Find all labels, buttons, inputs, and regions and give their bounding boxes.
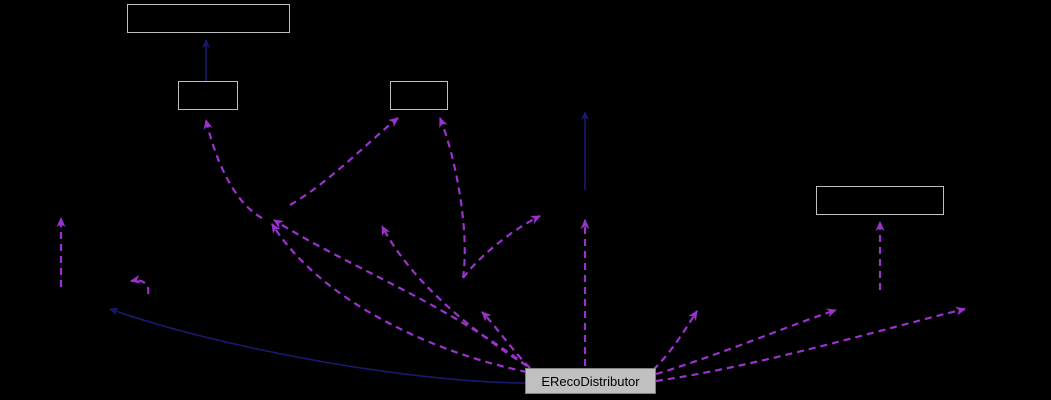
node-unlabeled-second[interactable]	[178, 81, 238, 110]
edge-usage-focus-to-right-2	[655, 308, 837, 376]
edge-usage-focus-to-upleft	[481, 311, 531, 369]
node-unlabeled-right[interactable]	[816, 186, 944, 215]
node-unlabeled-center[interactable]	[390, 81, 448, 110]
node-unlabeled-top[interactable]	[127, 4, 290, 33]
edge-usage-focus-to-right-1	[652, 310, 698, 371]
node-ereco-distributor[interactable]: ERecoDistributor	[525, 368, 656, 394]
edge-usage-to-n2-right	[438, 117, 466, 279]
edge-usage-focus-to-mid	[381, 225, 528, 367]
node-label: ERecoDistributor	[541, 373, 640, 389]
edge-usage-self-loop	[130, 274, 150, 295]
edge-usage-focus-to-upright	[462, 215, 541, 279]
edge-inheritance-focus-to-left	[109, 307, 526, 384]
edge-usage-to-n1	[203, 119, 263, 219]
edge-usage-focus-to-hub-a	[271, 223, 528, 374]
edge-usage-to-n2-left	[289, 117, 399, 206]
edge-usage-focus-to-hub-b	[273, 219, 528, 367]
edge-usage-focus-to-right-3	[655, 306, 966, 383]
